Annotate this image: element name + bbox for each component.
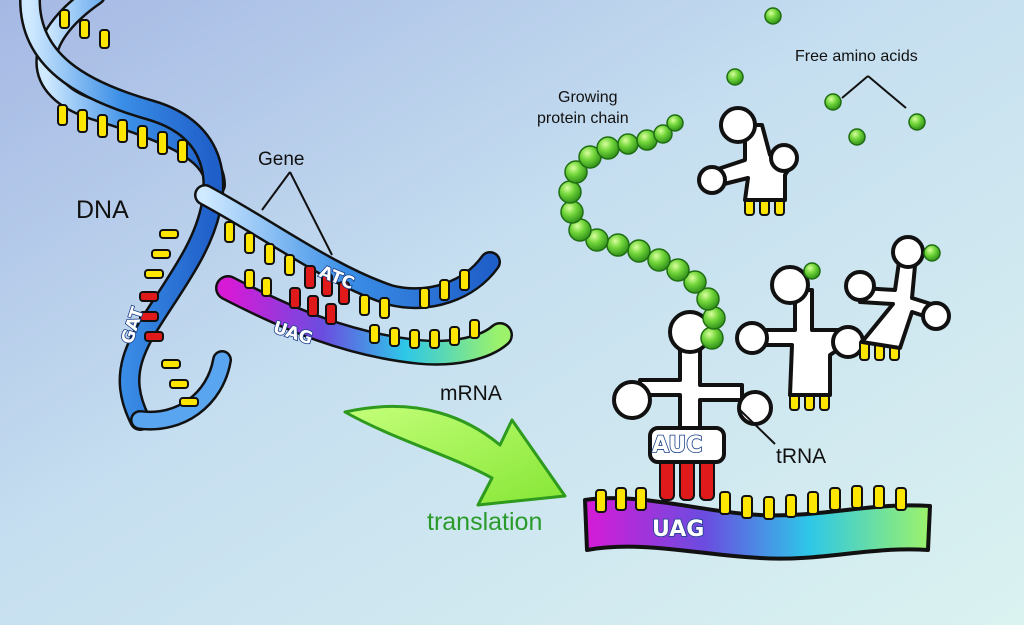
translation-arrow	[343, 404, 567, 507]
amino-acid-pointer-lines	[841, 75, 907, 109]
label-gene: Gene	[258, 149, 304, 170]
dna-double-helix: GAT ATC	[19, 0, 501, 431]
trna-free-1	[697, 106, 799, 216]
gene-pointer-lines	[261, 171, 333, 256]
label-mrna: mRNA	[440, 382, 502, 405]
dna-base-pairs-gene	[224, 221, 470, 319]
free-amino-acids	[726, 7, 941, 280]
trna-free-3	[844, 235, 951, 361]
dna-base-pairs-top	[57, 9, 188, 163]
mrna-transcript: UAG	[215, 269, 513, 366]
label-free-amino-acids: Free amino acids	[795, 48, 918, 65]
label-trna: tRNA	[776, 445, 826, 468]
trna-bound: AUC	[612, 310, 773, 501]
trna-pointer-line	[739, 409, 776, 445]
label-growing-chain-line1: Growing	[558, 89, 618, 106]
trna-free-2	[735, 265, 865, 411]
codon-uag-ribosome: UAG	[652, 517, 704, 542]
label-growing-chain-line2: protein chain	[537, 110, 629, 127]
dna-red-bases-gene	[304, 265, 350, 305]
dna-base-pairs-left	[144, 229, 199, 407]
mrna-strand-ribosome: UAG	[583, 485, 932, 561]
codon-auc: AUC	[652, 433, 702, 458]
growing-protein-chain	[558, 114, 726, 350]
label-dna: DNA	[76, 196, 129, 224]
label-translation: translation	[427, 508, 542, 536]
dna-red-bases-left	[139, 291, 164, 342]
